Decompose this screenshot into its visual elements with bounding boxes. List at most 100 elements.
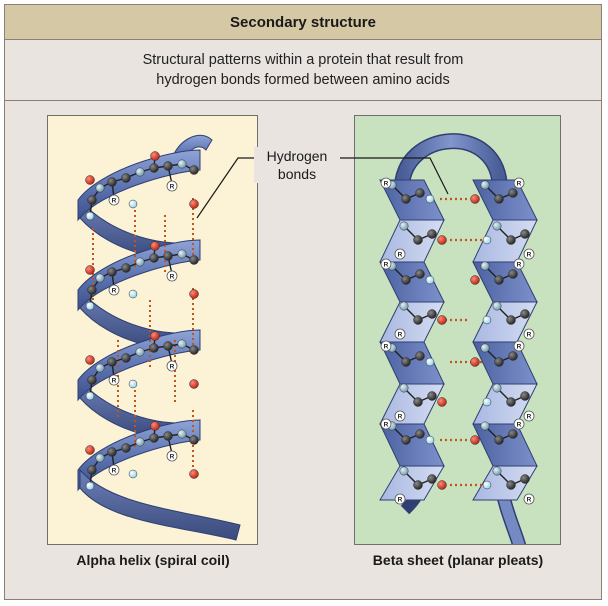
carbon-atom [108,448,117,457]
nitrogen-atom [400,222,408,230]
carbon-atom [521,230,530,239]
carbon-atom [190,256,199,265]
nitrogen-atom [400,302,408,310]
carbon-atom [190,346,199,355]
carbon-atom [416,430,425,439]
carbon-atom [88,466,97,475]
oxygen-atom [151,422,160,431]
nitrogen-atom [178,340,186,348]
hydrogen-atom [86,212,94,220]
oxygen-atom [86,266,95,275]
carbon-atom [507,316,516,325]
hydrogen-atom [86,302,94,310]
carbon-atom [507,236,516,245]
oxygen-atom [471,436,480,445]
carbon-atom [428,230,437,239]
oxygen-atom [151,332,160,341]
nitrogen-atom [96,454,104,462]
nitrogen-atom [481,344,489,352]
carbon-atom [495,276,504,285]
oxygen-atom [86,176,95,185]
carbon-atom [108,358,117,367]
nitrogen-atom [136,348,144,356]
callout-line-1: Hydrogen [254,147,340,165]
residue-label: R [112,197,117,204]
residue-label: R [112,377,117,384]
beta-pleat [380,424,444,466]
hydrogen-bonds-callout: Hydrogen bonds [254,147,340,183]
carbon-atom [402,276,411,285]
carbon-atom [150,254,159,263]
nitrogen-atom [96,274,104,282]
nitrogen-atom [178,430,186,438]
carbon-atom [414,316,423,325]
nitrogen-atom [96,364,104,372]
carbon-atom [428,392,437,401]
nitrogen-atom [493,222,501,230]
carbon-atom [402,436,411,445]
residue-label: R [398,413,403,420]
residue-label: R [517,261,522,268]
callout-line-2: bonds [254,165,340,183]
nitrogen-atom [493,384,501,392]
residue-label: R [112,467,117,474]
nitrogen-atom [493,467,501,475]
hydrogen-atom [483,398,491,406]
residue-label: R [170,183,175,190]
residue-label: R [527,413,532,420]
carbon-atom [164,432,173,441]
carbon-atom [507,398,516,407]
carbon-atom [164,162,173,171]
hydrogen-atom [483,481,491,489]
nitrogen-atom [481,262,489,270]
hydrogen-atom [129,290,137,298]
residue-label: R [527,251,532,258]
carbon-atom [509,270,518,279]
carbon-atom [190,166,199,175]
carbon-atom [122,174,131,183]
nitrogen-atom [493,302,501,310]
residue-label: R [398,251,403,258]
residue-label: R [398,496,403,503]
carbon-atom [150,164,159,173]
residue-label: R [517,343,522,350]
nitrogen-atom [400,467,408,475]
oxygen-atom [438,236,447,245]
hydrogen-atom [129,200,137,208]
hydrogen-atom [483,236,491,244]
oxygen-atom [190,290,199,299]
oxygen-atom [190,470,199,479]
nitrogen-atom [96,184,104,192]
residue-label: R [398,331,403,338]
nitrogen-atom [136,438,144,446]
residue-label: R [384,261,389,268]
nitrogen-atom [136,258,144,266]
oxygen-atom [471,195,480,204]
oxygen-atom [438,481,447,490]
carbon-atom [414,481,423,490]
beta-pleat [380,220,444,262]
hydrogen-atom [426,195,434,203]
carbon-atom [507,481,516,490]
carbon-atom [416,189,425,198]
residue-label: R [517,180,522,187]
beta-sheet-caption: Beta sheet (planar pleats) [330,552,586,568]
hydrogen-atom [483,316,491,324]
oxygen-atom [471,358,480,367]
oxygen-atom [86,446,95,455]
carbon-atom [108,268,117,277]
residue-label: R [170,453,175,460]
residue-label: R [112,287,117,294]
oxygen-atom [86,356,95,365]
hydrogen-atom [426,276,434,284]
hydrogen-atom [86,482,94,490]
helix-back-ribbon [80,200,200,439]
residue-label: R [527,496,532,503]
alpha-helix-caption: Alpha helix (spiral coil) [24,552,282,568]
oxygen-atom [438,316,447,325]
oxygen-atom [151,242,160,251]
residue-label: R [170,273,175,280]
residue-label: R [170,363,175,370]
carbon-atom [88,286,97,295]
residue-label: R [527,331,532,338]
